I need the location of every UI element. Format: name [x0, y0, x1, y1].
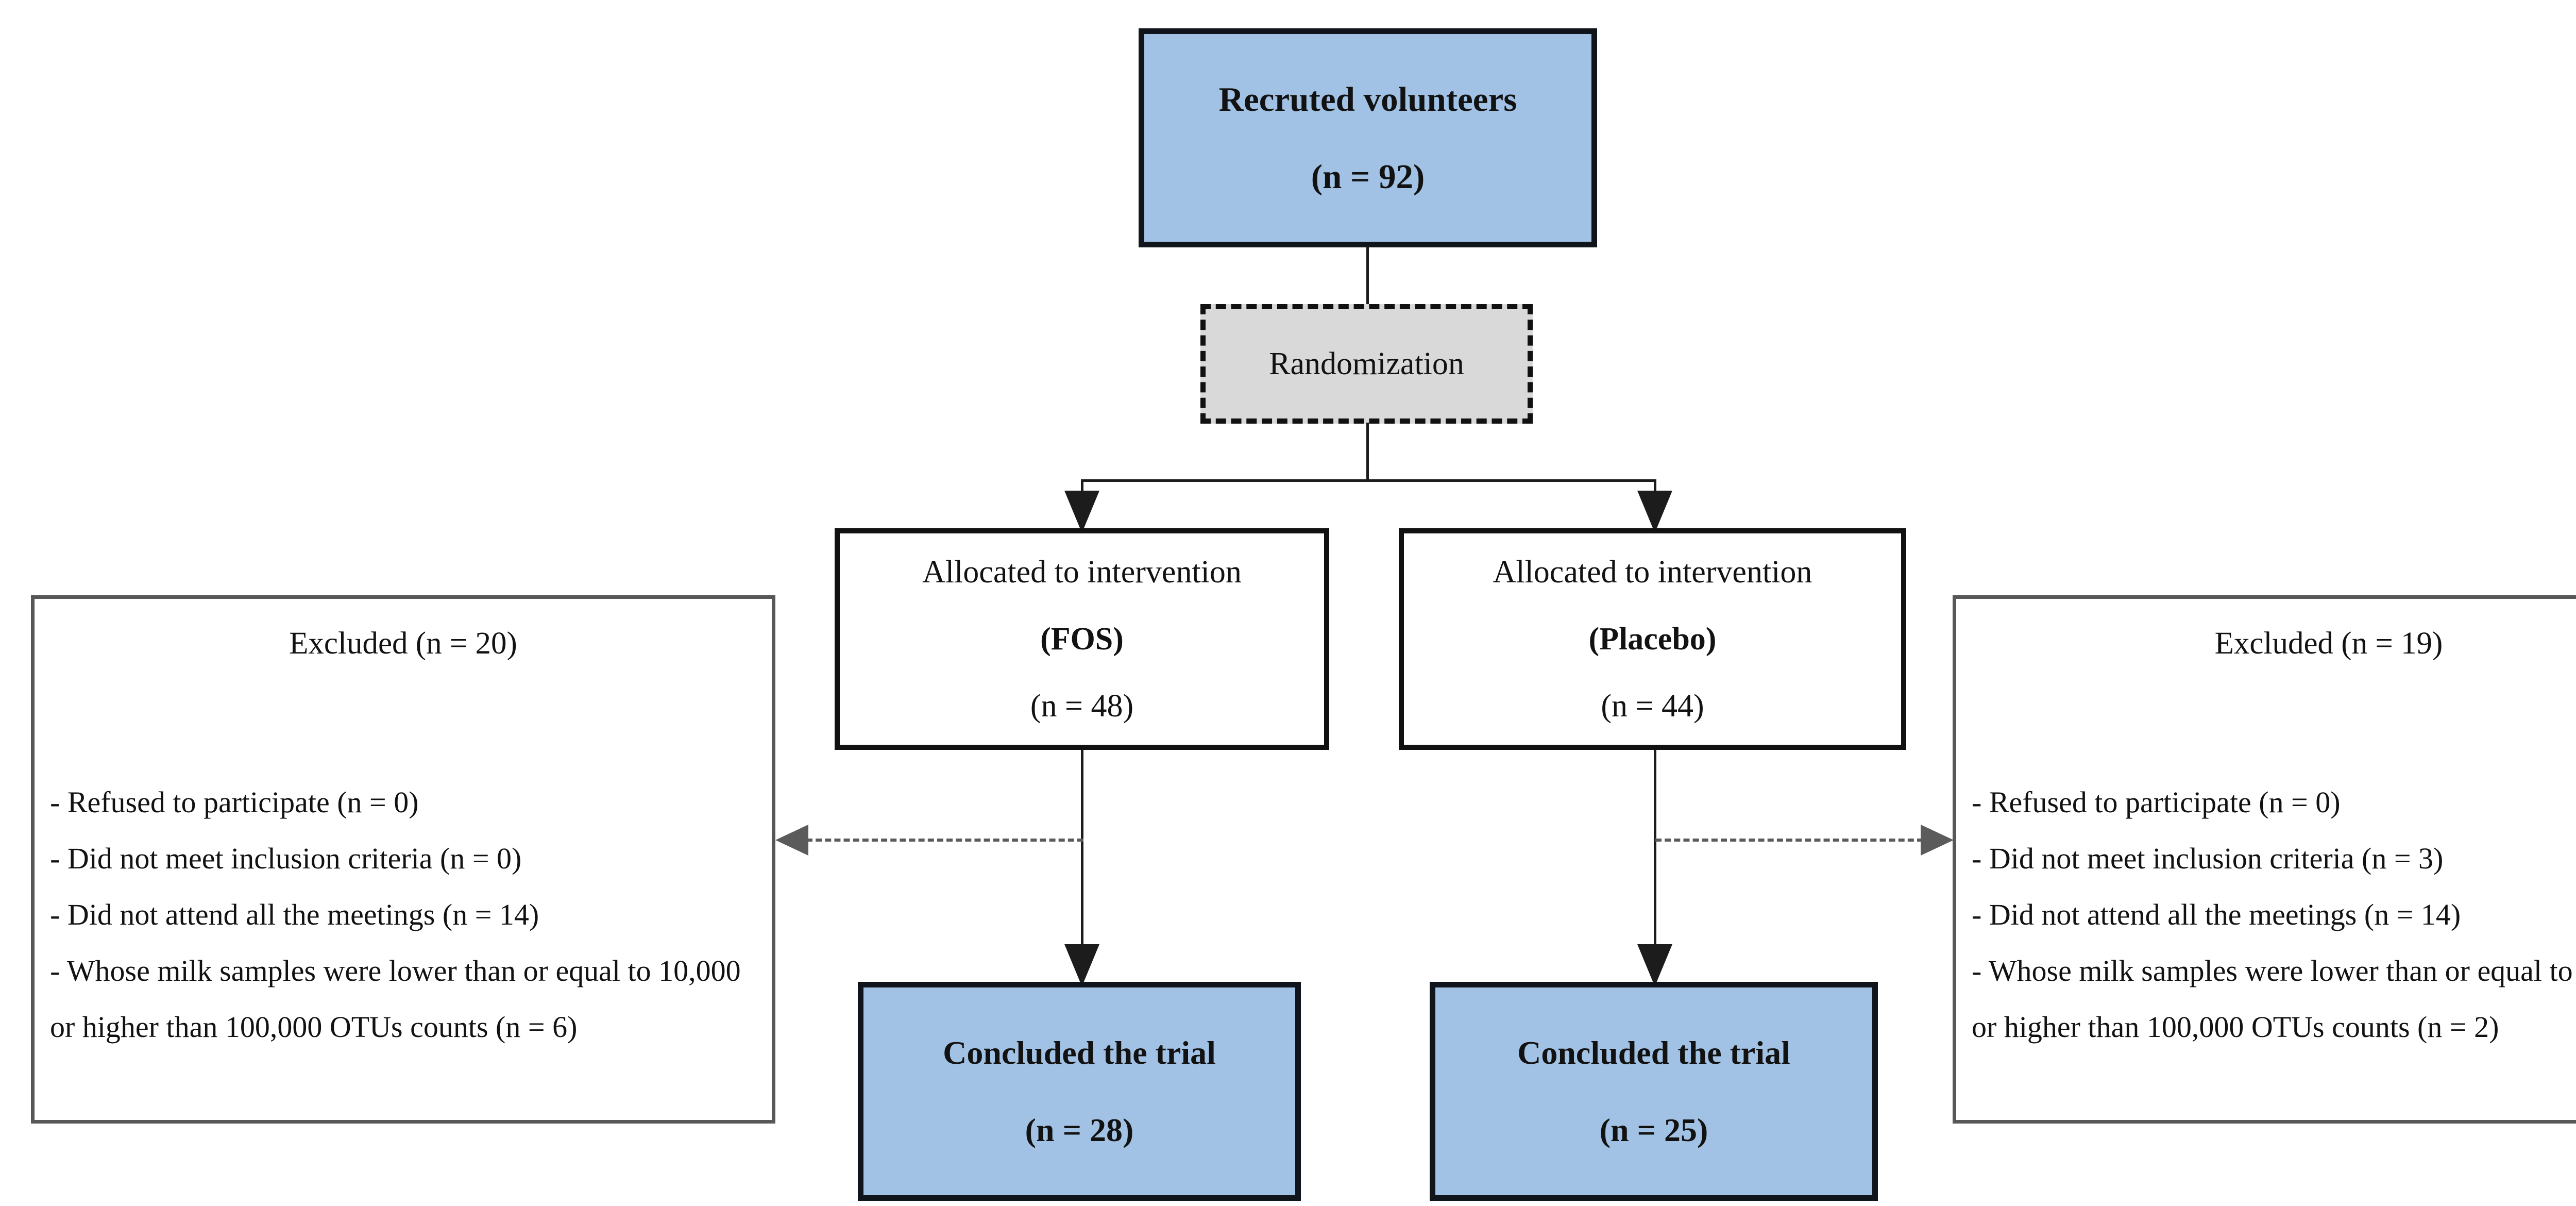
excluded-left-box: Excluded (n = 20) - Refused to participa… [31, 595, 775, 1124]
allocated-fos-label: Allocated to intervention [922, 555, 1242, 590]
excluded-left-item: - Refused to participate (n = 0) [50, 785, 419, 819]
excluded-right-item: - Did not meet inclusion criteria (n = 3… [1972, 842, 2444, 875]
split-horizontal-line [1081, 479, 1656, 482]
arrowhead-down-fos-icon [1064, 491, 1099, 533]
connector-randomization-to-split [1366, 423, 1369, 482]
split-left-stub [1081, 479, 1083, 494]
dashed-arrowhead-left-icon [775, 825, 808, 856]
allocated-placebo-label: Allocated to intervention [1493, 555, 1812, 590]
excluded-right-box: Excluded (n = 19) - Refused to participa… [1953, 595, 2576, 1124]
excluded-left-title: Excluded (n = 20) [289, 626, 517, 661]
concluded-fos-box: Concluded the trial (n = 28) [858, 982, 1301, 1201]
dashed-connector-placebo-to-excluded [1655, 839, 1923, 842]
excluded-left-item: - Did not attend all the meetings (n = 1… [50, 898, 539, 931]
connector-placebo-to-concluded [1654, 750, 1656, 947]
excluded-right-title: Excluded (n = 19) [2214, 626, 2443, 661]
concluded-placebo-count: (n = 25) [1599, 1111, 1708, 1148]
allocated-placebo-group: (Placebo) [1588, 622, 1717, 657]
excluded-left-items: - Refused to participate (n = 0) - Did n… [35, 774, 772, 1055]
concluded-placebo-label: Concluded the trial [1517, 1034, 1790, 1071]
concluded-fos-label: Concluded the trial [943, 1034, 1216, 1071]
arrowhead-down-concluded-placebo-icon [1637, 944, 1672, 986]
recruited-volunteers-box: Recruted volunteers (n = 92) [1139, 28, 1597, 247]
connector-recruited-to-randomization [1366, 246, 1369, 305]
split-right-stub [1654, 479, 1656, 494]
allocated-placebo-count: (n = 44) [1601, 689, 1704, 724]
dashed-arrowhead-right-icon [1921, 825, 1954, 856]
arrowhead-down-placebo-icon [1637, 491, 1672, 533]
connector-fos-to-concluded [1081, 750, 1083, 947]
recruited-volunteers-count: (n = 92) [1311, 157, 1425, 196]
excluded-right-item: - Refused to participate (n = 0) [1972, 785, 2341, 819]
dashed-connector-fos-to-excluded [806, 839, 1083, 842]
excluded-right-item: - Did not attend all the meetings (n = 1… [1972, 898, 2461, 931]
randomization-label: Randomization [1269, 346, 1464, 381]
excluded-left-item: - Did not meet inclusion criteria (n = 0… [50, 842, 522, 875]
concluded-placebo-box: Concluded the trial (n = 25) [1430, 982, 1878, 1201]
arrowhead-down-concluded-fos-icon [1064, 944, 1099, 986]
allocated-fos-count: (n = 48) [1030, 689, 1134, 724]
concluded-fos-count: (n = 28) [1025, 1111, 1134, 1148]
allocated-fos-group: (FOS) [1040, 622, 1124, 657]
recruited-volunteers-label: Recruted volunteers [1218, 80, 1517, 119]
allocated-fos-box: Allocated to intervention (FOS) (n = 48) [835, 528, 1329, 750]
excluded-left-item: - Whose milk samples were lower than or … [50, 954, 741, 1044]
allocated-placebo-box: Allocated to intervention (Placebo) (n =… [1399, 528, 1906, 750]
excluded-right-items: - Refused to participate (n = 0) - Did n… [1956, 774, 2576, 1055]
excluded-right-item: - Whose milk samples were lower than or … [1972, 954, 2576, 1044]
randomization-box: Randomization [1200, 304, 1533, 424]
